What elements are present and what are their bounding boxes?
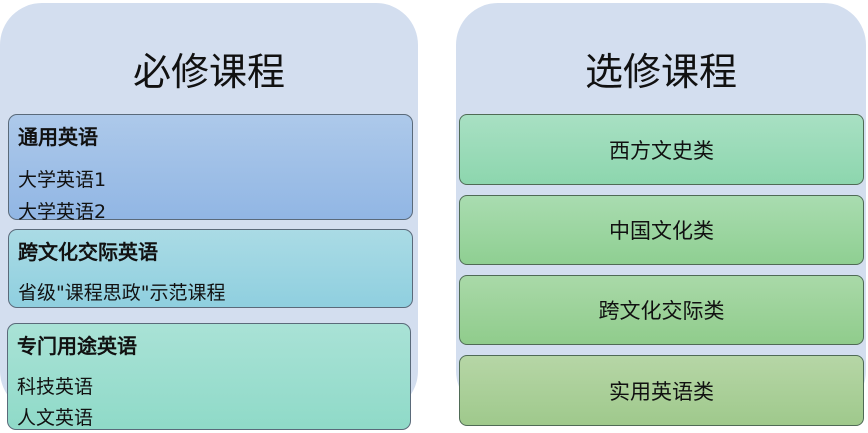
group-heading: 通用英语 (18, 125, 98, 149)
group-heading: 跨文化交际英语 (18, 240, 158, 264)
elective-western-culture: 西方文史类 (459, 114, 864, 185)
group-heading: 专门用途英语 (17, 334, 137, 358)
intercultural-english-box: 跨文化交际英语 省级"课程思政"示范课程 (8, 229, 413, 308)
elective-intercultural: 跨文化交际类 (459, 275, 864, 345)
elective-chinese-culture: 中国文化类 (459, 195, 864, 265)
general-english-box: 通用英语 大学英语1 大学英语2 (8, 114, 413, 223)
elective-courses-title: 选修课程 (584, 50, 737, 94)
course-item: 科技英语 (17, 376, 94, 398)
course-item: 大学英语1 (18, 169, 107, 191)
elective-practical-english: 实用英语类 (459, 355, 864, 426)
course-item: 大学英语2 (18, 201, 107, 223)
course-item: 人文英语 (17, 407, 94, 429)
required-courses-title: 必修课程 (132, 50, 285, 94)
specialized-english-box: 专门用途英语 科技英语 人文英语 (7, 323, 411, 430)
course-item: 省级"课程思政"示范课程 (18, 282, 226, 304)
